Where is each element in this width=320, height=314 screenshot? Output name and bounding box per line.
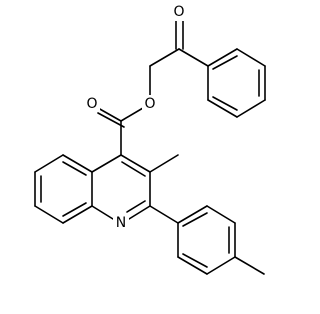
carbonyl-oxygen-label: O — [173, 4, 184, 20]
bond-c7-c8 — [34, 205, 64, 224]
bond-c8-c8a-inner — [62, 202, 87, 217]
bond-c4-c3 — [120, 154, 151, 173]
bond-ph-2 — [236, 48, 266, 67]
bond-ph-1 — [207, 48, 238, 67]
bond-ester-c-o-1 — [97, 107, 122, 122]
bond-c2-tolyl — [149, 205, 179, 224]
bond-tol-1-inner — [182, 212, 208, 227]
bond-c2-n-inner — [126, 200, 146, 213]
bond-ketone-c-ch2 — [149, 48, 180, 67]
ester-oxygen-label: O — [144, 96, 155, 112]
bond-tol-5 — [177, 256, 208, 275]
bond-tol-2 — [206, 205, 236, 224]
bond-ketone-c-phenyl — [178, 48, 209, 67]
bond-c5-c6 — [34, 154, 64, 173]
carbonyl-oxygen-bg — [172, 4, 187, 21]
ester-carbonyl-oxygen-label: O — [86, 96, 97, 112]
bond-c8-c8a — [62, 205, 93, 224]
bond-ph-5 — [207, 99, 238, 118]
bond-c4a-c5-inner — [62, 161, 87, 176]
bond-ph-1-inner — [212, 55, 238, 70]
molecule-diagram: O O O N — [34, 4, 266, 275]
structure-svg: O O O N — [34, 4, 266, 275]
bond-ester-c-o-2 — [97, 112, 125, 128]
bond-c4a-c4 — [91, 154, 122, 173]
bond-tol-5-inner — [182, 253, 208, 268]
bond-tol-methyl — [234, 256, 265, 275]
quinoline-nitrogen-label: N — [116, 215, 126, 231]
ester-oxygen-bg — [142, 95, 158, 112]
quinoline-nitrogen-bg — [113, 214, 129, 231]
bond-c4a-c5 — [62, 154, 93, 173]
bond-n-c8a — [91, 205, 114, 220]
bond-ph-5-inner — [212, 96, 238, 111]
ester-carbonyl-oxygen-bg — [84, 95, 100, 112]
bond-c3-methyl — [149, 154, 179, 173]
bond-tol-1 — [177, 205, 208, 224]
bond-c4-c3-inner — [121, 161, 146, 177]
bond-tol-4 — [206, 256, 236, 275]
bond-ph-4 — [236, 99, 266, 118]
bond-ester-o-carbonyl-c — [120, 107, 144, 122]
bond-c2-n — [128, 205, 151, 220]
